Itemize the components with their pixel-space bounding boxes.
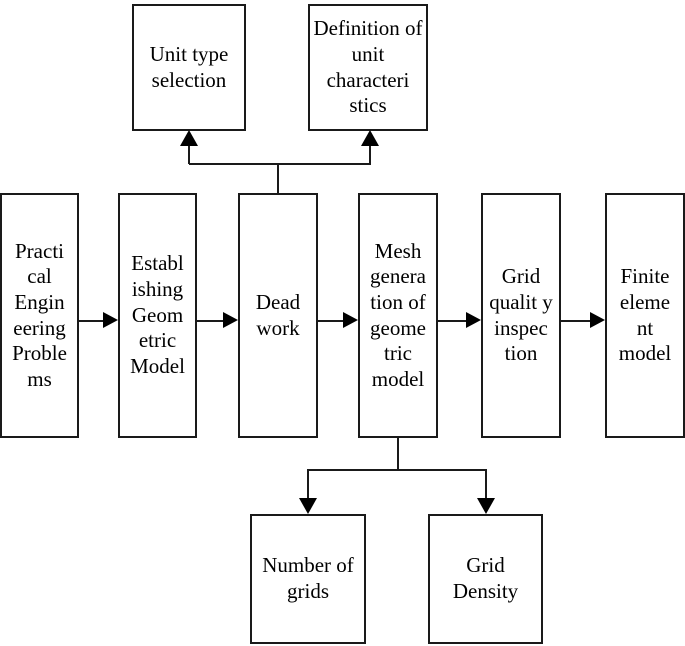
arrowhead-right-1 <box>103 312 118 328</box>
arrowhead-down-grid-density <box>477 498 495 514</box>
node-label: Unit type selection <box>149 41 229 92</box>
connector-bottom-rail <box>308 469 487 471</box>
node-number-of-grids[interactable]: Number of grids <box>250 514 366 644</box>
arrowhead-right-2 <box>223 312 238 328</box>
connector-deadwork-to-top-rail <box>277 163 279 193</box>
node-finite-element-model[interactable]: Finite eleme nt model <box>605 193 685 438</box>
connector-riser-definition-of-unit-characteristics <box>369 145 371 164</box>
node-label: Definition of unit characteri stics <box>313 16 423 118</box>
node-unit-type-selection[interactable]: Unit type selection <box>132 4 246 131</box>
node-establishing-geometric-model[interactable]: Establ ishing Geom etric Model <box>118 193 197 438</box>
connector-stem-5 <box>561 320 591 322</box>
arrowhead-right-3 <box>343 312 358 328</box>
connector-riser-unit-type-selection <box>188 145 190 164</box>
connector-stem-2 <box>197 320 224 322</box>
node-mesh-generation-of-geometric-model[interactable]: Mesh genera tion of geome tric model <box>358 193 438 438</box>
node-label: Number of grids <box>262 553 354 603</box>
node-grid-quality-inspection[interactable]: Grid qualit y inspec tion <box>481 193 561 438</box>
connector-dropper-grid-density <box>485 469 487 499</box>
node-label: Finite eleme nt model <box>618 264 672 366</box>
connector-mesh-to-bottom-rail <box>397 438 399 470</box>
node-label: Establ ishing Geom etric Model <box>130 251 185 378</box>
node-grid-density[interactable]: Grid Density <box>428 514 543 644</box>
arrowhead-right-5 <box>590 312 605 328</box>
node-label: Practi cal Engin eering Proble ms <box>12 238 67 391</box>
connector-stem-4 <box>438 320 467 322</box>
node-label: Mesh genera tion of geome tric model <box>370 238 426 391</box>
connector-top-rail <box>189 163 371 165</box>
node-dead-work[interactable]: Dead work <box>238 193 318 438</box>
arrowhead-up-definition-of-unit-characteristics <box>361 130 379 146</box>
arrowhead-up-unit-type-selection <box>180 130 198 146</box>
node-practical-engineering-problems[interactable]: Practi cal Engin eering Proble ms <box>0 193 79 438</box>
node-label: Grid qualit y inspec tion <box>489 264 553 366</box>
arrowhead-down-number-of-grids <box>299 498 317 514</box>
connector-dropper-number-of-grids <box>307 469 309 499</box>
arrowhead-right-4 <box>466 312 481 328</box>
connector-stem-3 <box>318 320 344 322</box>
node-label: Dead work <box>255 289 301 340</box>
node-definition-of-unit-characteristics[interactable]: Definition of unit characteri stics <box>308 4 428 131</box>
node-label: Grid Density <box>452 553 519 603</box>
connector-stem-1 <box>79 320 105 322</box>
